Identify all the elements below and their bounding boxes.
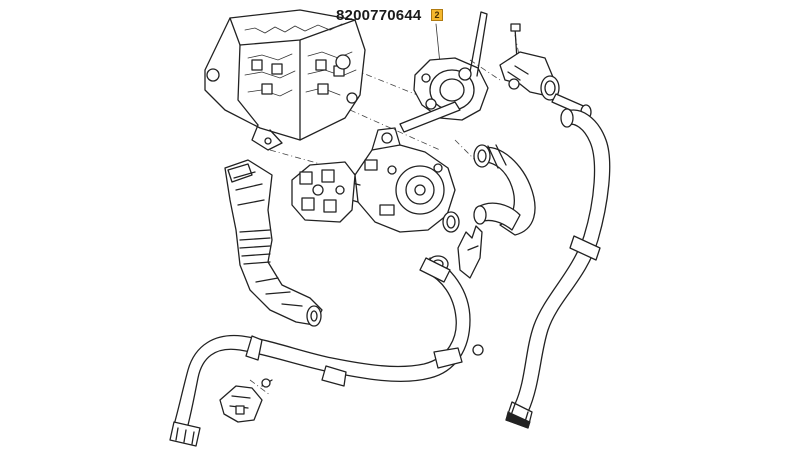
exhaust-flange-part[interactable] — [291, 161, 356, 223]
right-intercooler-hose-part[interactable] — [505, 108, 611, 429]
lower-intercooler-pipe-part[interactable] — [169, 255, 484, 447]
callout-leader-line — [435, 23, 441, 65]
part-number-label[interactable]: 8200770644 — [336, 7, 422, 24]
fork-bracket-part[interactable] — [457, 225, 483, 279]
top-right-outlet-part[interactable] — [499, 23, 560, 101]
intake-manifold-part[interactable] — [204, 9, 366, 151]
turbo-elbow-part[interactable] — [399, 11, 489, 133]
bottom-bracket-part[interactable] — [219, 378, 273, 423]
reference-number-badge[interactable]: 2 — [431, 9, 443, 21]
ring-seal-part[interactable] — [442, 211, 460, 233]
left-air-duct-part[interactable] — [224, 159, 323, 327]
upper-boost-hose-part[interactable] — [473, 144, 536, 236]
turbocharger-part[interactable] — [333, 127, 456, 233]
